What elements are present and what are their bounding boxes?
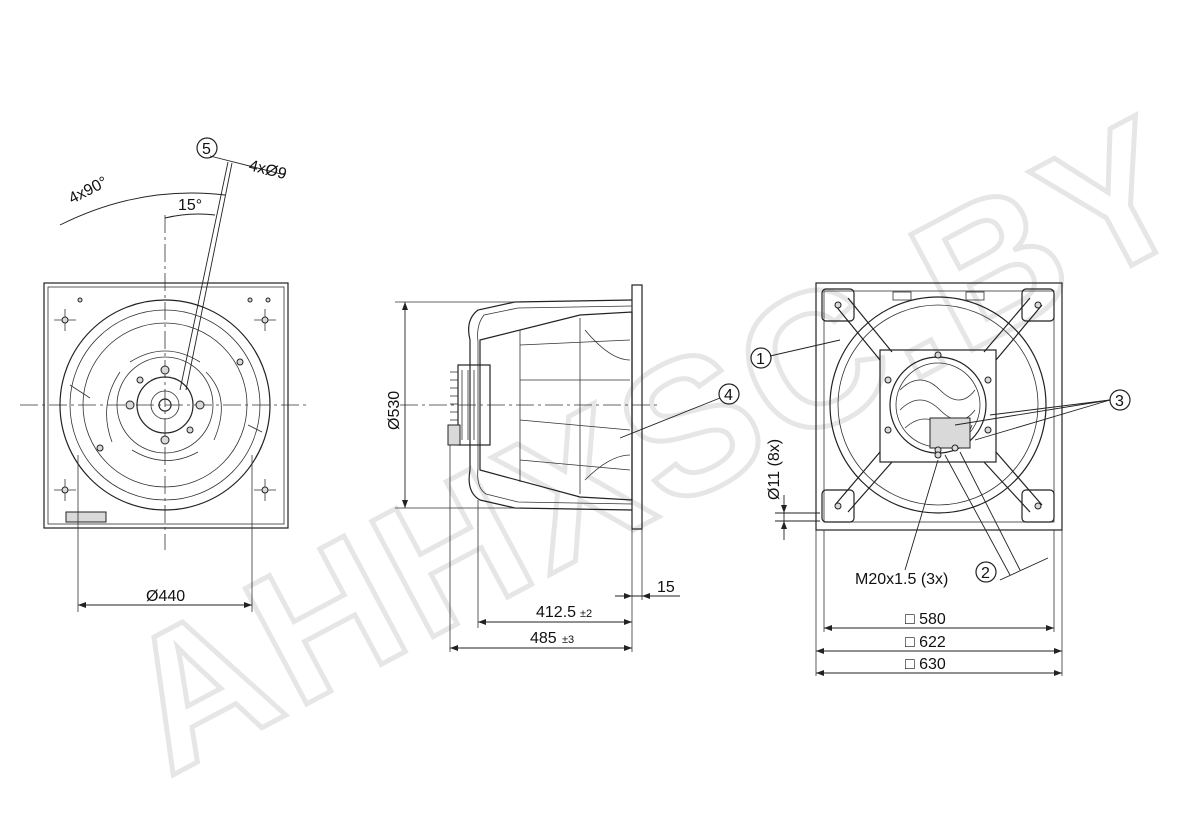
- angle-arc-15: [164, 213, 216, 219]
- angle-arc-90: [59, 192, 226, 226]
- holes-label: Ø11 (8x): [766, 439, 783, 500]
- balloon-4-label: 4: [724, 387, 733, 404]
- front-rotor-outer: [59, 299, 271, 511]
- dim-580-label: □ 580: [905, 611, 946, 628]
- watermark: AHHXSC.BY: [86, 73, 1200, 816]
- dim-530-label: Ø530: [386, 391, 403, 430]
- dim-412-tol: ±2: [580, 608, 592, 620]
- front-hub: [136, 376, 194, 434]
- balloon-1: [750, 347, 772, 369]
- dim-412-label: 412.5: [536, 604, 576, 621]
- balloon-1-label: 1: [756, 351, 765, 368]
- rear-terminal-box: [929, 417, 971, 449]
- hole-callout: 4xØ9: [247, 157, 288, 183]
- front-view: 4x90° 15° 5 4xØ9 Ø440: [20, 137, 310, 612]
- balloon-2: [975, 561, 997, 583]
- balloon-3-label: 3: [1115, 393, 1124, 410]
- rear-plate: [815, 282, 1063, 531]
- watermark-text: AHHXSC.BY: [89, 75, 1200, 813]
- balloon-2-label: 2: [981, 565, 990, 582]
- dim-485-label: 485: [530, 630, 557, 647]
- side-view: Ø530 4 15 412.5 ±2 485 ±3: [386, 284, 740, 652]
- balloon-5: [196, 137, 218, 159]
- front-label-plate: [65, 511, 107, 523]
- angle-90-label: 4x90°: [66, 174, 110, 208]
- dim-630-label: □ 630: [905, 656, 946, 673]
- side-rotor: [479, 311, 633, 501]
- gland-label: M20x1.5 (3x): [855, 571, 948, 588]
- rear-ring: [829, 296, 1047, 514]
- dim-440-label: Ø440: [146, 588, 185, 605]
- rear-view: 1 3 2 M20x1.5 (3x) Ø11 (8x) □ 580 □ 622: [750, 282, 1131, 676]
- balloon-4: [718, 383, 740, 405]
- balloon-3: [1109, 389, 1131, 411]
- rear-motor-plate: [879, 349, 997, 463]
- dim-485-tol: ±3: [562, 634, 574, 646]
- dim-15-label: 15: [657, 579, 675, 596]
- front-plate: [43, 282, 289, 529]
- balloon-5-label: 5: [202, 141, 211, 158]
- hole-leader: [179, 161, 229, 391]
- angle-15-label: 15°: [178, 197, 202, 214]
- dim-622-label: □ 622: [905, 634, 946, 651]
